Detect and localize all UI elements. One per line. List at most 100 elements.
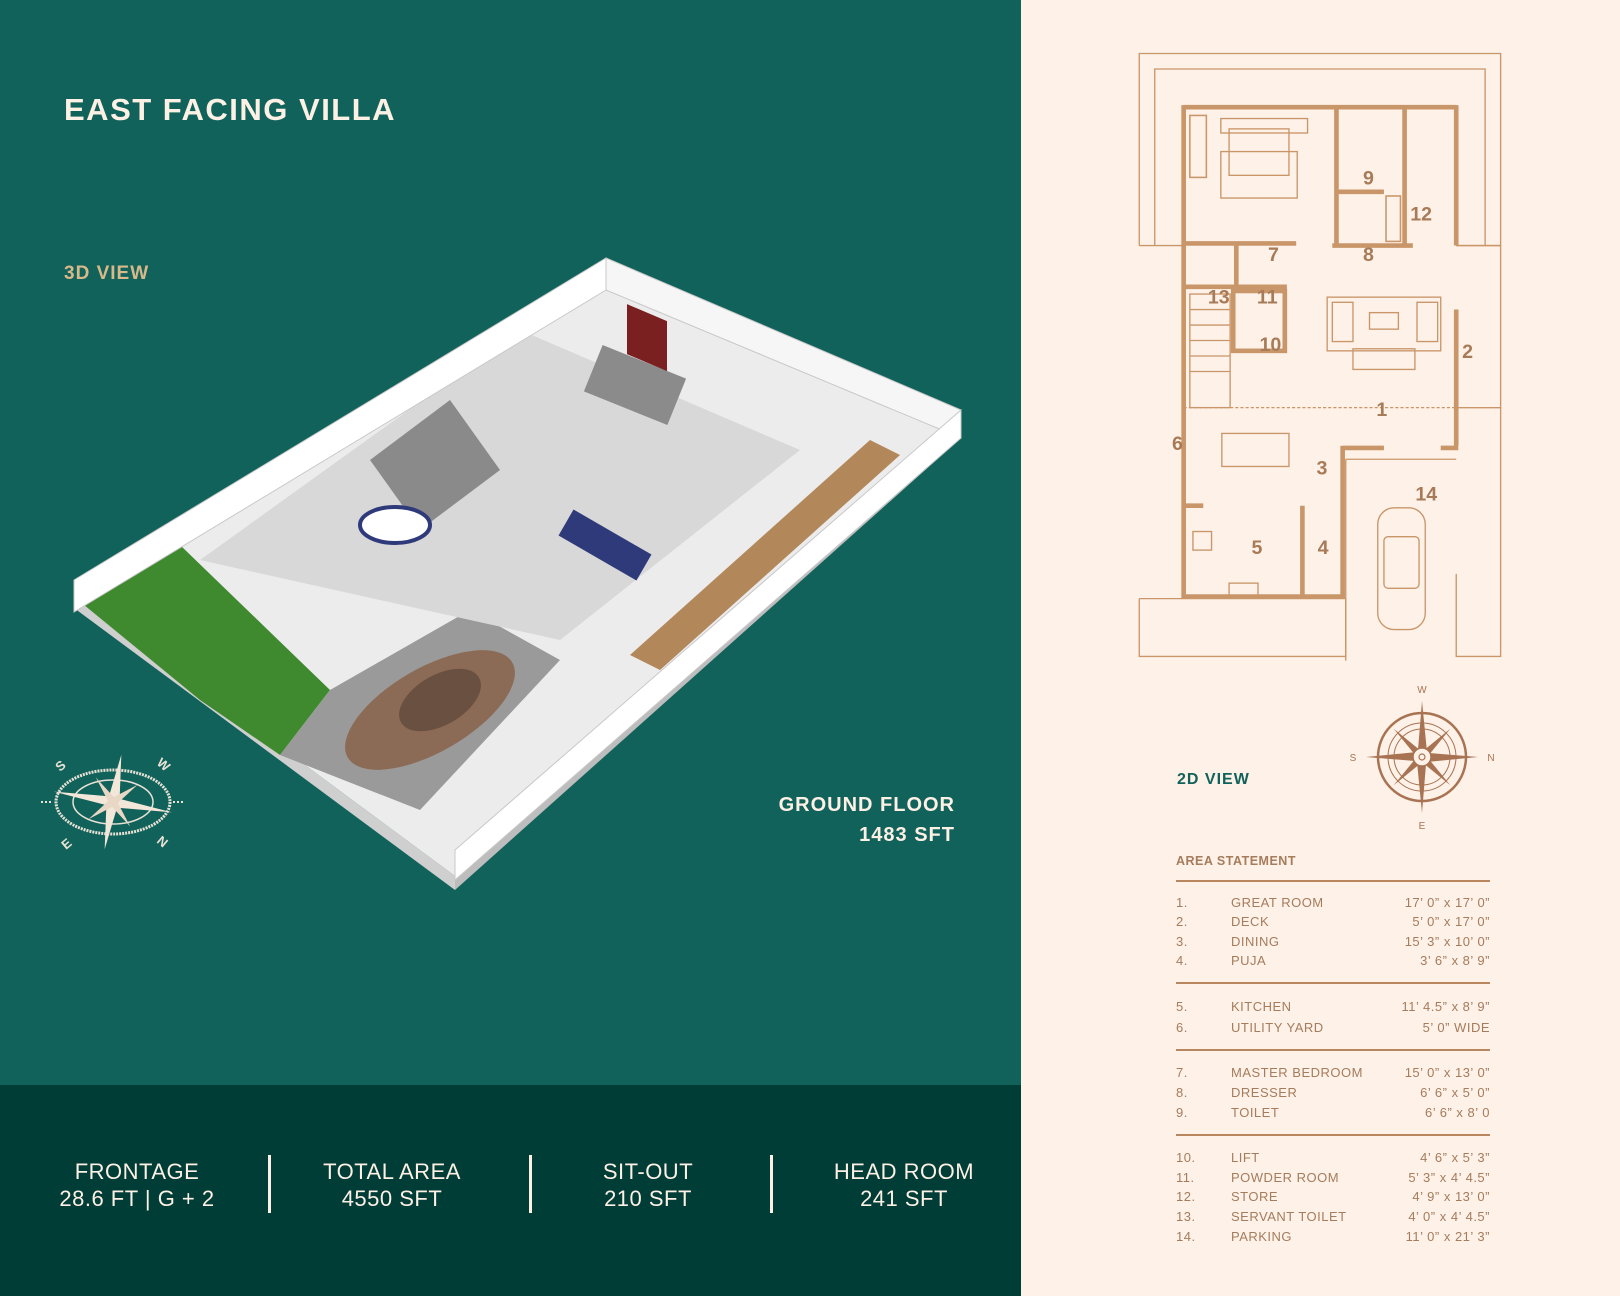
stat-head-room: HEAD ROOM 241 SFT [784,1158,1024,1212]
page-title: EAST FACING VILLA [64,92,397,127]
stat-value: 241 SFT [860,1186,948,1211]
compass-3d-w: W [154,755,174,775]
room-number-2: 2 [1462,341,1473,363]
stat-value: 4550 SFT [341,1186,443,1211]
room-number-14: 14 [1415,484,1437,506]
compass-3d-icon: S W E N [41,754,185,852]
area-row-name: MASTER BEDROOM [1231,1065,1363,1080]
area-row-name: TOILET [1231,1105,1280,1120]
area-row-dimension: 3’ 6” x 8’ 9” [1420,953,1490,968]
left-panel: EAST FACING VILLA 3D VIEW [0,0,1021,1085]
area-row: 5. KITCHEN 11’ 4.5” x 8’ 9” [1176,999,1490,1017]
divider [268,1155,271,1213]
area-row-number: 11. [1176,1170,1195,1185]
divider [529,1155,532,1213]
stat-frontage: FRONTAGE 28.6 FT | G + 2 [17,1158,257,1212]
render-wood-deck [630,440,900,670]
area-row-dimension: 4’ 9” x 13’ 0” [1412,1189,1490,1204]
compass-3d-s: S [52,757,69,774]
2d-view-label: 2D VIEW [1177,771,1250,788]
area-row-name: LIFT [1231,1150,1260,1165]
area-row-number: 7. [1176,1065,1188,1080]
room-number-7: 7 [1268,244,1279,266]
stat-label: TOTAL AREA [323,1159,461,1184]
area-row-number: 1. [1176,895,1188,910]
stat-value: 210 SFT [604,1186,692,1211]
2d-floor-plan: 1 2 3 4 5 6 7 8 9 10 11 12 13 14 [1138,52,1502,661]
area-row-number: 2. [1176,914,1188,929]
area-row-number: 13. [1176,1209,1196,1224]
area-row-number: 5. [1176,999,1188,1014]
area-row-number: 8. [1176,1085,1188,1100]
room-number-1: 1 [1376,399,1387,421]
area-row-name: KITCHEN [1231,999,1292,1014]
room-number-13: 13 [1208,286,1230,308]
stat-total-area: TOTAL AREA 4550 SFT [272,1158,512,1212]
area-row-dimension: 17’ 0” x 17’ 0” [1404,895,1490,910]
room-number-11: 11 [1257,286,1278,308]
ground-floor-info: GROUND FLOOR 1483 SFT [779,790,955,850]
ground-floor-label: GROUND FLOOR [778,794,955,816]
room-number-10: 10 [1259,334,1281,356]
area-row-dimension: 15’ 0” x 13’ 0” [1404,1065,1490,1080]
render-stairs [370,400,500,530]
divider [1176,1049,1490,1051]
divider [770,1155,773,1213]
area-row-name: POWDER ROOM [1231,1170,1340,1185]
area-row-dimension: 5’ 0” x 17’ 0” [1412,914,1490,929]
divider [1176,1134,1490,1136]
3d-floor-render [73,257,962,890]
area-row-dimension: 5’ 3” x 4’ 4.5” [1408,1170,1490,1185]
area-row-dimension: 5’ 0” WIDE [1422,1020,1490,1035]
render-sofa [558,509,652,581]
room-number-9: 9 [1363,168,1374,190]
stat-label: HEAD ROOM [833,1159,975,1184]
area-row-name: SERVANT TOILET [1231,1209,1347,1224]
area-row: 2. DECK 5’ 0” x 17’ 0” [1176,914,1490,932]
area-row-dimension: 11’ 4.5” x 8’ 9” [1401,999,1490,1014]
compass-n: N [1487,753,1494,764]
area-row: 7. MASTER BEDROOM 15’ 0” x 13’ 0” [1176,1065,1490,1083]
area-row-name: PUJA [1231,953,1267,968]
area-row-name: GREAT ROOM [1231,895,1324,910]
compass-3d-n: N [154,833,171,851]
room-number-12: 12 [1410,204,1432,226]
area-row-name: PARKING [1231,1229,1293,1244]
render-car-roof [399,668,481,732]
area-row-dimension: 15’ 3” x 10’ 0” [1404,934,1490,949]
area-row-name: DECK [1231,914,1270,929]
render-accent-wall [627,304,667,372]
area-row-name: DINING [1231,934,1280,949]
area-row-dimension: 6’ 6” x 8’ 0 [1424,1105,1490,1120]
room-number-5: 5 [1252,537,1263,559]
ground-floor-area: 1483 SFT [859,824,955,846]
3d-view-label: 3D VIEW [64,263,150,284]
render-bed [583,344,687,426]
right-panel [1021,0,1620,1296]
area-row: 13. SERVANT TOILET 4’ 0” x 4’ 4.5” [1176,1209,1490,1227]
area-row-number: 12. [1176,1189,1196,1204]
area-row-number: 10. [1176,1150,1196,1165]
compass-rose-icon: W S N E [1350,685,1495,832]
stat-value: 28.6 FT | G + 2 [59,1186,215,1211]
compass-s: S [1350,753,1357,764]
area-row-number: 6. [1176,1020,1188,1035]
compass-w: W [1417,685,1427,696]
area-row-dimension: 6’ 6” x 5’ 0” [1420,1085,1490,1100]
stat-sit-out: SIT-OUT 210 SFT [528,1158,768,1212]
divider [1176,982,1490,984]
area-row-number: 9. [1176,1105,1188,1120]
area-row-dimension: 4’ 6” x 5’ 3” [1420,1150,1490,1165]
render-dining-table [358,505,432,545]
stat-label: FRONTAGE [74,1159,200,1184]
room-number-3: 3 [1317,458,1328,480]
area-row-number: 14. [1176,1229,1196,1244]
area-row-dimension: 4’ 0” x 4’ 4.5” [1408,1209,1490,1224]
area-row: 10. LIFT 4’ 6” x 5’ 3” [1176,1150,1490,1168]
area-statement-title: AREA STATEMENT [1176,854,1296,868]
compass-e: E [1419,821,1426,832]
